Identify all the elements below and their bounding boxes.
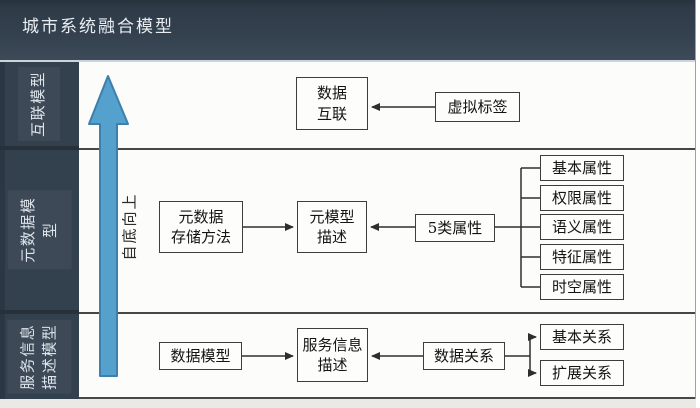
node-data-model: 数据模型 bbox=[159, 342, 242, 370]
bottom-margin-strip bbox=[0, 399, 696, 408]
node-virtual-tag: 虚拟标签 bbox=[435, 92, 520, 122]
lane-service-model: 服务信息 描述模型 bbox=[0, 314, 79, 399]
lane-separator bbox=[0, 146, 79, 150]
node-extended-relation: 扩展关系 bbox=[540, 360, 624, 386]
node-semantic-attribute: 语义属性 bbox=[540, 214, 624, 240]
node-basic-relation: 基本关系 bbox=[540, 324, 624, 350]
node-data-interconnect: 数据 互联 bbox=[296, 77, 368, 130]
node-spatiotemporal-attribute: 时空属性 bbox=[540, 274, 624, 300]
lane-label-interconnect: 互联模型 bbox=[18, 66, 61, 142]
lane-divider-1 bbox=[79, 148, 696, 150]
node-service-info-description: 服务信息 描述 bbox=[297, 328, 368, 382]
diagram-right-border bbox=[695, 0, 696, 399]
node-metamodel-description: 元模型 描述 bbox=[297, 201, 367, 253]
lane-separator bbox=[0, 310, 79, 314]
lane-label-service: 服务信息 描述模型 bbox=[7, 319, 72, 394]
node-feature-attribute: 特征属性 bbox=[540, 244, 624, 270]
diagram-header: 城市系统融合模型 bbox=[0, 0, 695, 60]
node-permission-attribute: 权限属性 bbox=[540, 185, 624, 211]
lane-metadata-model: 元数据模型 bbox=[0, 150, 79, 310]
diagram-bottom-border bbox=[79, 397, 696, 399]
lane-label-column: 互联模型 元数据模型 服务信息 描述模型 bbox=[0, 62, 79, 399]
diagram-title: 城市系统融合模型 bbox=[22, 17, 174, 37]
node-data-relation: 数据关系 bbox=[423, 342, 505, 370]
lane-label-metadata: 元数据模型 bbox=[7, 190, 72, 270]
lane-interconnect-model: 互联模型 bbox=[0, 62, 79, 146]
node-basic-attribute: 基本属性 bbox=[540, 155, 624, 181]
bottom-up-label-wrap: 自底向上 bbox=[94, 188, 164, 264]
node-attribute-category: 5类属性 bbox=[415, 214, 495, 242]
header-bottom-edge bbox=[0, 60, 695, 62]
node-metadata-storage: 元数据 存储方法 bbox=[159, 201, 243, 253]
lane-divider-2 bbox=[79, 312, 696, 314]
bottom-up-label: 自底向上 bbox=[120, 191, 139, 261]
